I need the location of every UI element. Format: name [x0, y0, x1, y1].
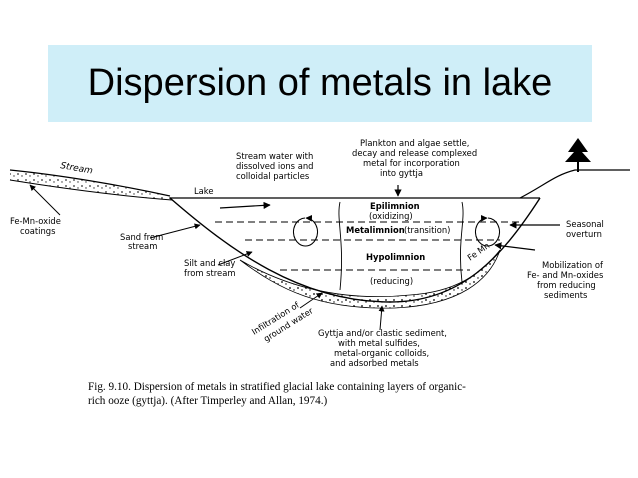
label-fe-mn: Fe Mn: [465, 240, 491, 262]
caption-line-2: rich ooze (gyttja). (After Timperley and…: [88, 395, 328, 407]
label-metalimnion: Metalimnion: [346, 225, 405, 235]
mobilization-arrow: [494, 242, 536, 251]
sand-arrow: [149, 223, 201, 239]
label-lake: Lake: [194, 186, 214, 196]
circulation-right: [474, 215, 501, 247]
label-gyttja: Gyttja and/or clastic sediment,: [318, 328, 447, 338]
label-reducing: (reducing): [370, 276, 413, 286]
circulation-left: [292, 215, 319, 247]
right-brace: [460, 201, 464, 283]
label-seasonal: Seasonal: [566, 219, 604, 229]
label-mobilization-2: Fe- and Mn-oxides: [527, 270, 603, 280]
label-plankton-4: into gyttja: [380, 168, 423, 178]
caption-line-1: Fig. 9.10. Dispersion of metals in strat…: [88, 381, 466, 393]
label-seasonal-2: overturn: [566, 229, 602, 239]
label-transition: (transition): [404, 225, 450, 235]
label-silt-2: from stream: [184, 268, 236, 278]
infiltration-arrow: [299, 292, 323, 309]
label-oxidizing: (oxidizing): [369, 211, 413, 221]
stream-gravel: [10, 170, 172, 200]
sediment-layer: [239, 249, 501, 309]
slide-title: Dispersion of metals in lake: [87, 62, 553, 104]
label-mobilization: Mobilization of: [542, 260, 604, 270]
label-gyttja-2: with metal sulfides,: [338, 338, 420, 348]
label-stream-water-2: dissolved ions and: [236, 161, 313, 171]
stream-water-arrow: [219, 201, 271, 209]
label-silt: Silt and clay: [184, 258, 235, 268]
label-fe-mn-coatings: Fe-Mn-oxide: [10, 216, 61, 226]
label-stream: Stream: [59, 161, 93, 177]
label-plankton: Plankton and algae settle,: [360, 138, 469, 148]
label-plankton-3: metal for incorporation: [363, 158, 460, 168]
fe-mn-coating-arrow: [29, 184, 61, 216]
title-banner: Dispersion of metals in lake: [48, 45, 592, 122]
lake-diagram: Stream Lake Fe-Mn-oxide coatings Stream …: [9, 138, 630, 368]
tree-icon: [565, 138, 591, 172]
silt-arrow: [217, 251, 253, 266]
label-plankton-2: decay and release complexed: [352, 148, 477, 158]
left-brace: [338, 201, 342, 291]
label-gyttja-3: metal-organic colloids,: [334, 348, 429, 358]
shore-right: [519, 169, 630, 199]
label-epilimnion: Epilimnion: [370, 201, 420, 211]
label-sand-2: stream: [128, 241, 157, 251]
label-hypolimnion: Hypolimnion: [366, 252, 425, 262]
figure-caption: Fig. 9.10. Dispersion of metals in strat…: [88, 380, 558, 408]
label-mobilization-4: sediments: [544, 290, 587, 300]
label-fe-mn-coatings-2: coatings: [20, 226, 55, 236]
gyttja-arrow: [378, 305, 385, 331]
label-mobilization-3: from reducing: [537, 280, 596, 290]
label-stream-water-3: colloidal particles: [236, 171, 309, 181]
label-stream-water: Stream water with: [236, 151, 313, 161]
label-gyttja-4: and adsorbed metals: [330, 358, 419, 368]
label-sand: Sand from: [120, 232, 163, 242]
